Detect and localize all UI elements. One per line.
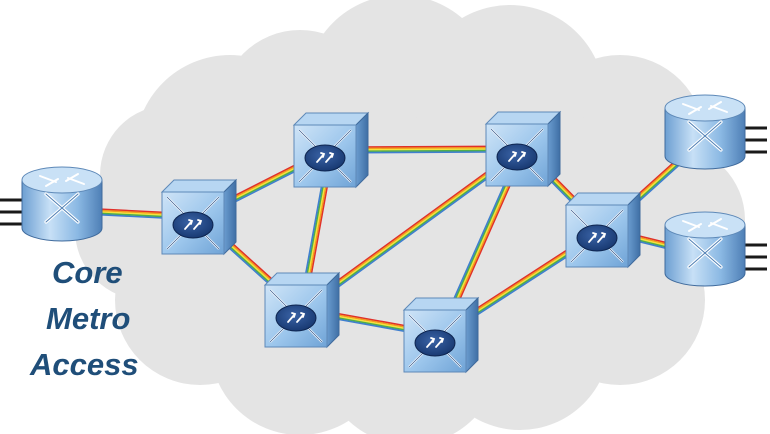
core-label: Core bbox=[52, 255, 123, 290]
metro-label: Metro bbox=[46, 301, 131, 336]
switch-arrows-icon bbox=[287, 312, 306, 323]
switch-arrows-icon bbox=[508, 151, 527, 162]
crossconnect-x-icon bbox=[44, 192, 80, 224]
switch-6-optical-switch bbox=[564, 191, 642, 269]
network-devices bbox=[0, 94, 767, 374]
switch-2-optical-switch bbox=[292, 111, 370, 189]
port-lines bbox=[743, 126, 767, 154]
switch-4-optical-switch bbox=[484, 110, 562, 188]
switch-5-optical-switch bbox=[402, 296, 480, 374]
switch-3-optical-switch bbox=[263, 271, 341, 349]
port-lines bbox=[743, 243, 767, 271]
router-arrows-icon bbox=[682, 101, 728, 115]
router-top-right bbox=[664, 94, 767, 170]
port-lines bbox=[0, 198, 24, 226]
switch-arrows-icon bbox=[316, 152, 335, 163]
router-bottom-right bbox=[664, 211, 767, 287]
switch-arrows-icon bbox=[184, 219, 203, 230]
crossconnect-x-icon bbox=[687, 237, 723, 269]
crossconnect-x-icon bbox=[687, 120, 723, 152]
router-arrows-icon bbox=[682, 218, 728, 232]
switch-1-optical-switch bbox=[160, 178, 238, 256]
switch-arrows-icon bbox=[426, 337, 445, 348]
router-left bbox=[0, 166, 103, 242]
switch-arrows-icon bbox=[588, 232, 607, 243]
router-arrows-icon bbox=[39, 173, 85, 187]
access-label: Access bbox=[30, 347, 139, 382]
